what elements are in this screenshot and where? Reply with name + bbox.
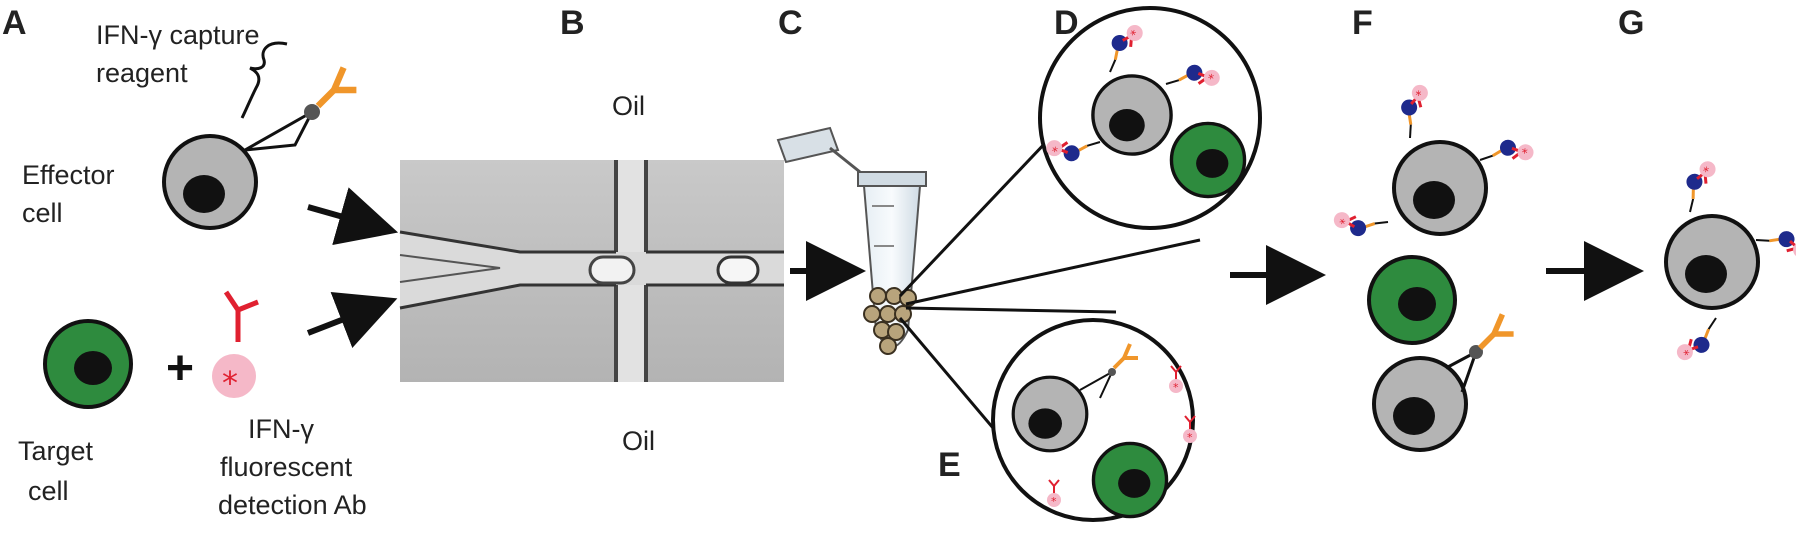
capture-reagent-label: IFN-γ capture bbox=[96, 20, 260, 50]
droplet-without-secretion bbox=[991, 318, 1198, 522]
detection-antibody-icon: * bbox=[212, 290, 259, 402]
svg-text:*: * bbox=[222, 364, 238, 402]
detection-ab-label-3: detection Ab bbox=[218, 490, 367, 520]
zoom-line bbox=[905, 238, 1201, 306]
collection-tube-icon bbox=[776, 126, 927, 355]
capture-linker bbox=[244, 108, 316, 152]
panel-label-c: C bbox=[778, 4, 803, 42]
microfluidic-chip-image bbox=[399, 160, 784, 382]
droplet-with-ifn-secretion bbox=[1038, 6, 1262, 230]
capture-reagent-label-2: reagent bbox=[96, 58, 188, 88]
brace-shape bbox=[240, 41, 288, 119]
effector-label-2: cell bbox=[22, 198, 63, 228]
population-after-breaking bbox=[1329, 79, 1537, 452]
detection-ab-label-2: fluorescent bbox=[220, 452, 353, 482]
detection-ab-label: IFN-γ bbox=[248, 414, 314, 444]
oil-top-label: Oil bbox=[612, 91, 645, 121]
target-label-2: cell bbox=[28, 476, 69, 506]
arrow-effector-to-chip bbox=[307, 187, 399, 246]
capture-bead bbox=[304, 104, 320, 120]
target-cell bbox=[43, 319, 133, 409]
sorted-secreting-cell bbox=[1664, 155, 1796, 367]
panel-label-e: E bbox=[938, 446, 961, 484]
capture-antibody-icon bbox=[318, 68, 356, 106]
panel-label-g: G bbox=[1618, 4, 1644, 42]
effector-label: Effector bbox=[22, 160, 115, 190]
target-label: Target bbox=[18, 436, 94, 466]
arrow-target-to-chip bbox=[306, 292, 398, 348]
panel-label-f: F bbox=[1352, 4, 1373, 42]
oil-bottom-label: Oil bbox=[622, 426, 655, 456]
effector-cell bbox=[162, 134, 258, 230]
plus-sign: + bbox=[166, 342, 194, 395]
zoom-line bbox=[905, 306, 1117, 314]
panel-label-a: A bbox=[2, 4, 27, 42]
panel-label-b: B bbox=[560, 4, 585, 42]
